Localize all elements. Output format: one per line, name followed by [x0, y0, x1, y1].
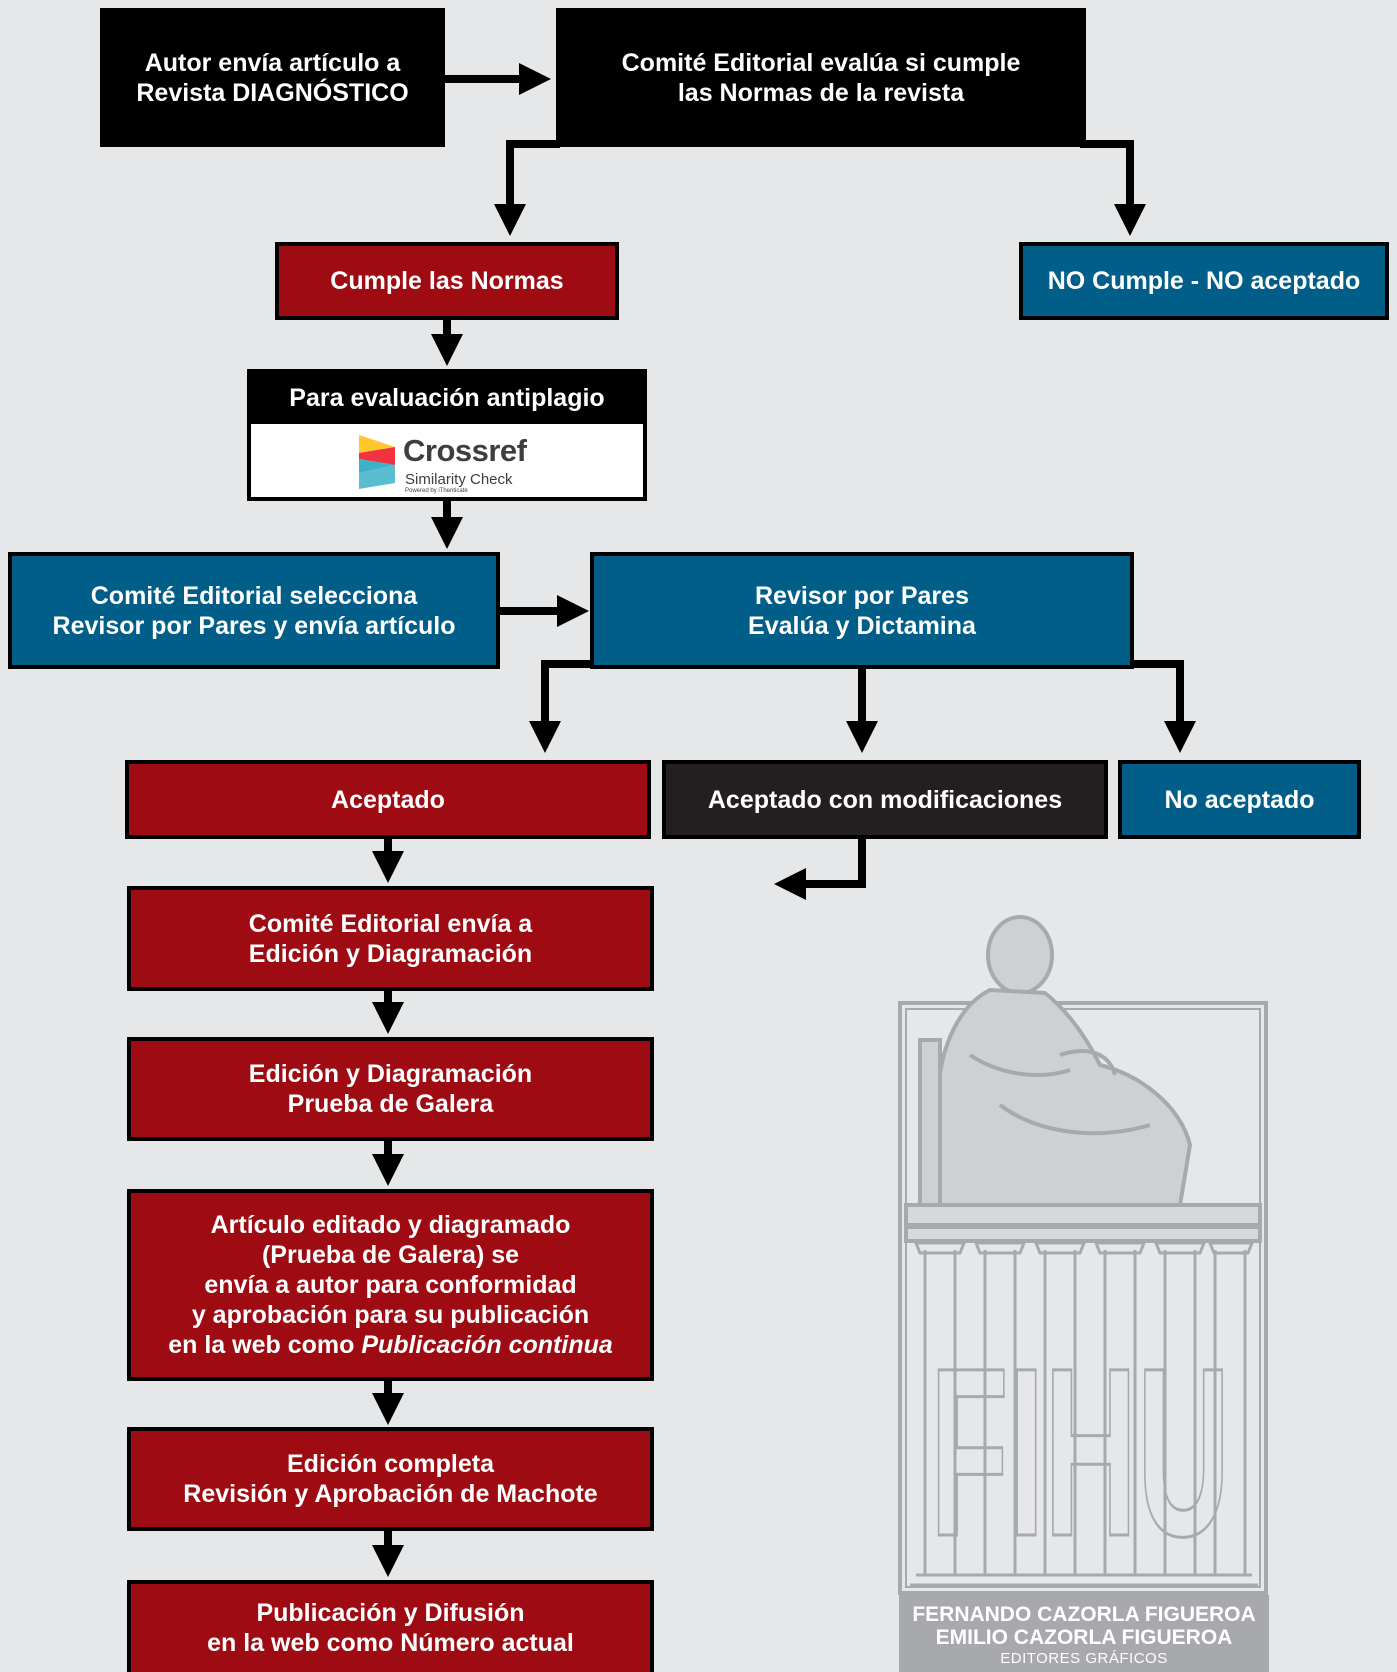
node-no-aceptado: No aceptado [1118, 760, 1361, 839]
node-comite-selecciona: Comité Editorial selecciona Revisor por … [8, 552, 500, 669]
node-comite-evalua: Comité Editorial evalúa si cumple las No… [556, 8, 1086, 147]
node-label: Revisor por Pares Evalúa y Dictamina [748, 581, 976, 640]
node-no-cumple: NO Cumple - NO aceptado [1019, 242, 1389, 320]
seal-letters: FIHU [930, 1318, 1230, 1586]
node-aceptado: Aceptado [125, 760, 651, 839]
node-autor-envia: Autor envía artículo a Revista DIAGNÓSTI… [100, 8, 445, 147]
antiplagio-title: Para evaluación antiplagio [251, 373, 643, 424]
node-antiplagio: Para evaluación antiplagio Crossref Simi… [247, 369, 647, 501]
node-label: Comité Editorial selecciona Revisor por … [52, 581, 456, 640]
node-label: NO Cumple - NO aceptado [1047, 267, 1361, 295]
node-label: Comité Editorial evalúa si cumple las No… [621, 48, 1021, 107]
articulo-text: Artículo editado y diagramado (Prueba de… [168, 1211, 590, 1359]
crossref-name: Crossref [403, 433, 527, 468]
crossref-mark-icon [359, 435, 395, 489]
crossref-product: Similarity Check [405, 471, 513, 488]
node-edicion-galera: Edición y Diagramación Prueba de Galera [127, 1037, 654, 1141]
node-label: Aceptado [331, 785, 445, 814]
node-edicion-completa: Edición completa Revisión y Aprobación d… [127, 1427, 654, 1531]
seal-line-2: EMILIO CAZORLA FIGUEROA [935, 1626, 1233, 1649]
arrow-comite-to-cumple [494, 140, 560, 236]
seal-footer: FERNANDO CAZORLA FIGUEROA EMILIO CAZORLA… [899, 1595, 1269, 1672]
arrow-revisor-to-aceptado [529, 660, 591, 753]
node-label: Edición completa Revisión y Aprobación d… [183, 1450, 598, 1508]
node-comite-envia-edicion: Comité Editorial envía a Edición y Diagr… [127, 886, 654, 991]
node-label: Aceptado con modificaciones [707, 785, 1063, 814]
node-cumple-normas: Cumple las Normas [275, 242, 619, 320]
arrow-aceptadomod-return [774, 838, 866, 900]
crossref-logo: Crossref Similarity Check Powered by iTh… [357, 433, 557, 495]
node-aceptado-modificaciones: Aceptado con modificaciones [662, 760, 1108, 839]
arrow-comite-to-nocumple [1080, 140, 1146, 236]
arrow-revisor-to-noaceptado [1130, 660, 1196, 753]
node-label: Publicación y Difusión en la web como Nú… [207, 1599, 574, 1657]
seal-line-3: EDITORES GRÁFICOS [1000, 1650, 1168, 1667]
node-articulo-editado: Artículo editado y diagramado (Prueba de… [127, 1189, 654, 1381]
crossref-powered: Powered by iThenticate [405, 488, 468, 494]
node-label: Cumple las Normas [330, 267, 564, 295]
node-revisor: Revisor por Pares Evalúa y Dictamina [590, 552, 1134, 669]
seal-emblem-icon: FIHU [898, 915, 1268, 1595]
node-label: Comité Editorial envía a Edición y Diagr… [248, 909, 533, 968]
node-publicacion: Publicación y Difusión en la web como Nú… [127, 1580, 654, 1672]
articulo-text-italic: Publicación continua [361, 1331, 613, 1359]
node-label: Artículo editado y diagramado (Prueba de… [168, 1210, 613, 1360]
fihu-seal-logo: FIHU FERNANDO CAZORLA FIGUEROA EMILIO CA… [880, 905, 1280, 1672]
node-label: Autor envía artículo a Revista DIAGNÓSTI… [136, 48, 409, 107]
node-label: No aceptado [1164, 785, 1315, 814]
node-label: Edición y Diagramación Prueba de Galera [248, 1060, 533, 1118]
seal-line-1: FERNANDO CAZORLA FIGUEROA [912, 1603, 1256, 1626]
